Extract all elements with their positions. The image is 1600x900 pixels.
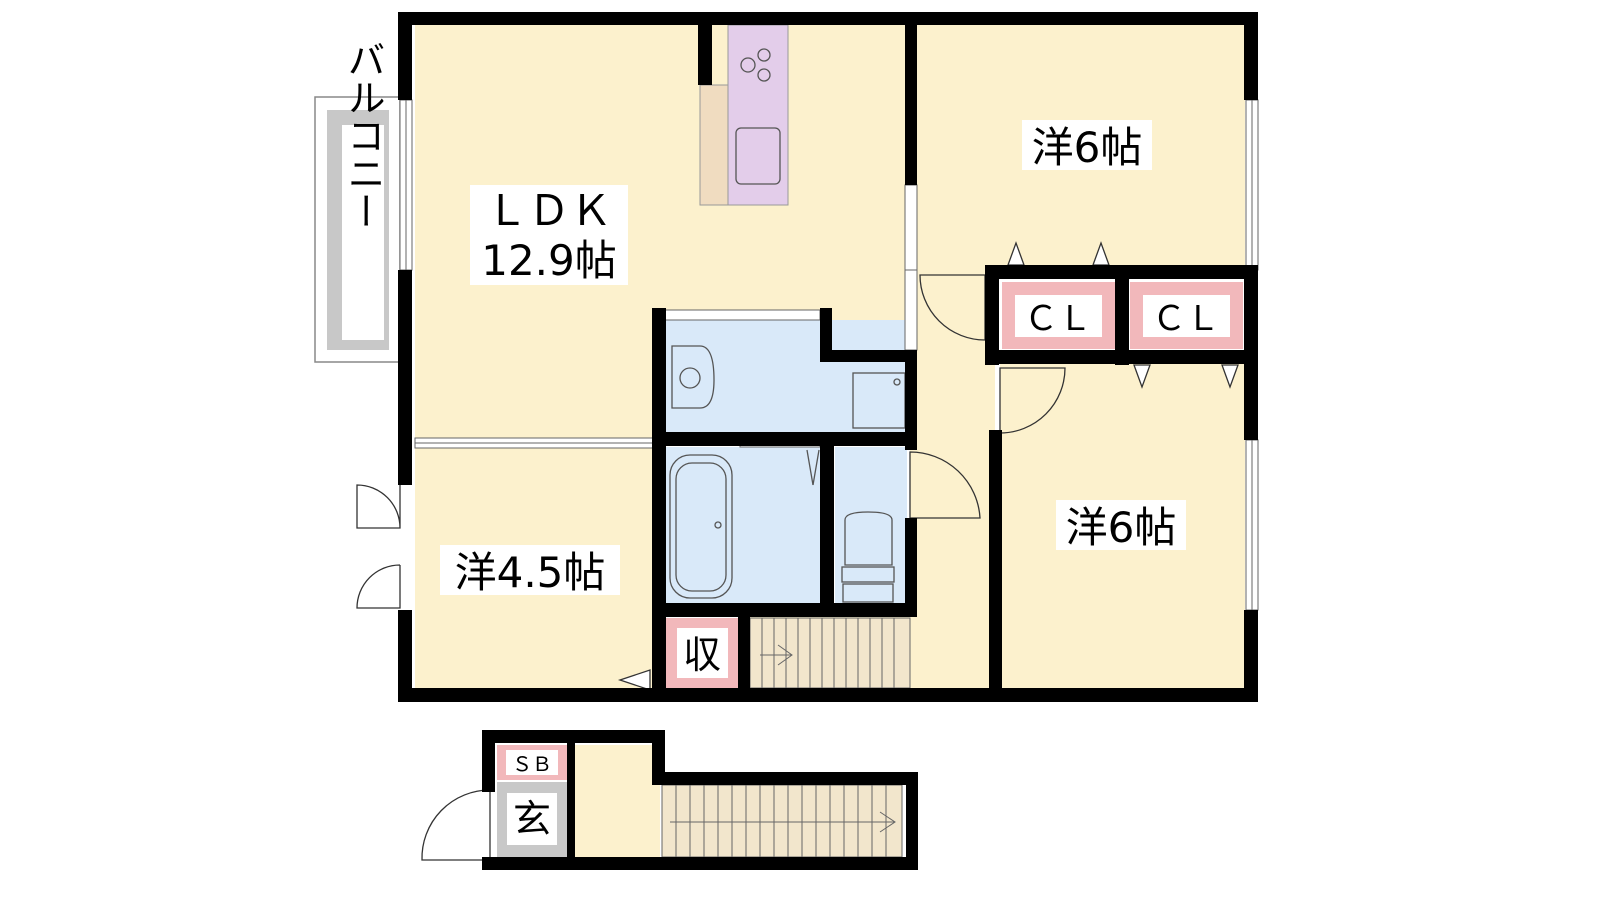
kitchen-counter [727, 24, 789, 206]
entrance-hall-floor [575, 745, 660, 865]
labels: ＬＤＫ 12.9帖 洋6帖 洋6帖 洋4.5帖 ＣＬ ＣＬ 収 ＳＢ 玄 バルコ… [341, 40, 1220, 841]
small-room-window-door-top [356, 484, 401, 529]
hall-door [919, 274, 986, 341]
wet-areas [665, 320, 910, 605]
balcony-label: バルコニー [341, 40, 385, 230]
ldk-size: 12.9帖 [481, 236, 617, 285]
west-small-label: 洋4.5帖 [455, 548, 606, 597]
balcony [314, 96, 401, 363]
sink-icon [735, 127, 781, 185]
shoe-box-inner [506, 750, 558, 775]
washroom-floor [665, 320, 910, 435]
shoe-box-label: ＳＢ [512, 752, 552, 776]
wash-basin-icon [671, 345, 715, 409]
toilet-icon [844, 511, 893, 566]
entrance-tile-inner [507, 793, 557, 845]
closet-right-label: ＣＬ [1152, 299, 1220, 339]
entrance-label: 玄 [513, 797, 551, 841]
storage-box-inner [677, 628, 728, 678]
entrance-door [421, 789, 491, 861]
closets [497, 282, 1243, 857]
kitchen [699, 24, 789, 206]
closet-right-inner [1143, 295, 1230, 337]
windows [399, 99, 1259, 611]
small-room-window-door-bottom [356, 564, 401, 609]
bathtub-icon [669, 454, 733, 599]
lower-room-door [999, 367, 1066, 434]
toilet-door [909, 451, 981, 519]
stove-icon [740, 48, 771, 82]
fixtures [669, 345, 906, 603]
walls [398, 12, 1258, 870]
lower-stairs [661, 784, 903, 858]
west-upper-right-label: 洋6帖 [1032, 123, 1143, 172]
closet-left-inner [1015, 295, 1102, 337]
toilet-floor [835, 447, 907, 605]
bathroom-floor [665, 447, 820, 605]
ldk-name: ＬＤＫ [486, 186, 612, 235]
closet-left-label: ＣＬ [1024, 299, 1092, 339]
kitchen-shelf [699, 84, 729, 206]
west-lower-right-label: 洋6帖 [1066, 503, 1177, 552]
doors [356, 241, 1239, 861]
storage-label: 収 [683, 633, 721, 677]
upper-stairs [749, 617, 911, 689]
